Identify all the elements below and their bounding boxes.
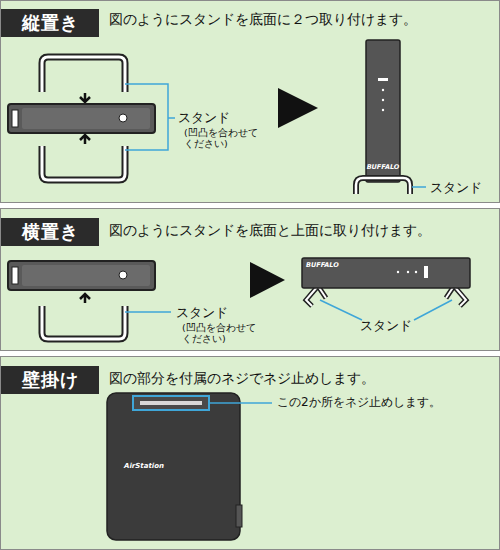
section-heading: 横置き: [1, 218, 99, 246]
router-led: [407, 271, 409, 273]
heading-text: 壁掛け: [22, 368, 79, 392]
router-side: [8, 104, 155, 133]
leader-line: [125, 84, 175, 150]
stand-inner: [42, 306, 125, 339]
router-led: [378, 78, 388, 81]
big-arrow: [250, 262, 285, 298]
leader-line: [210, 402, 272, 404]
heading-text: 縦置き: [22, 11, 79, 35]
router-body: [8, 261, 155, 290]
router-wall: [107, 393, 272, 540]
part-label: スタンド: [360, 318, 412, 334]
stand-outline: [42, 146, 125, 180]
logo-text: AirStation: [124, 462, 164, 470]
instruction-text: 図のようにスタンドを底面に２つ取り付けます。: [109, 11, 417, 29]
stand-leg: [306, 286, 326, 306]
router-slot: [12, 110, 18, 127]
logo-text: BUFFALO: [366, 164, 400, 172]
stand-outline: [42, 57, 125, 92]
leader-line: [320, 300, 452, 320]
logo-text: BUFFALO: [306, 262, 339, 270]
instruction-text: 図の部分を付属のネジでネジ止めします。: [109, 370, 375, 388]
screw-area: [133, 396, 209, 410]
router-led: [415, 271, 417, 273]
stand-inner: [356, 178, 410, 194]
router-slot: [12, 267, 18, 284]
router-side: [8, 261, 155, 290]
panel-ground: [0, 0, 500, 203]
part-label: スタンド: [178, 110, 230, 126]
router-body: [366, 40, 400, 182]
stand-outline: [42, 306, 125, 339]
part-label: この2か所をネジ止めします。: [277, 395, 441, 409]
router-led: [382, 89, 384, 91]
part-label: スタンド: [176, 305, 228, 321]
section-panel: 図の部分を付属のネジでネジ止めします。 壁掛け: [0, 356, 500, 550]
section-heading: 壁掛け: [1, 366, 99, 394]
router-button: [119, 271, 127, 279]
note-text: (凹凸を合わせて ください): [182, 322, 268, 345]
router-face: [22, 108, 150, 129]
panel-ground: [0, 208, 500, 351]
router-led: [397, 271, 399, 273]
instruction-text: 図のようにスタンドを底面と上面に取り付けます。: [109, 222, 431, 240]
stand-leg: [446, 286, 466, 306]
arrow-up: [80, 135, 90, 144]
router-body: [107, 393, 240, 540]
router-button: [119, 114, 127, 122]
stand-inner: [42, 57, 125, 92]
arrow-down: [80, 93, 90, 102]
section-panel: 図のようにスタンドを底面に２つ取り付けます。 縦置き: [0, 0, 500, 203]
router-led: [382, 109, 384, 111]
note-text: (凹凸を合わせて ください): [184, 127, 270, 150]
panel-ground: [0, 356, 500, 550]
router-body: [8, 104, 155, 133]
heading-text: 横置き: [22, 220, 79, 244]
router-led: [382, 99, 384, 101]
stand-top: [42, 57, 125, 92]
arrow-up: [80, 294, 90, 303]
stand-leg: [446, 286, 466, 306]
part-label: スタンド: [430, 180, 482, 196]
router-body: [302, 258, 470, 288]
big-arrow: [278, 88, 318, 128]
router-horizontal: [302, 258, 470, 320]
router-vertical: [356, 40, 426, 194]
router-led: [424, 266, 428, 278]
stand-leg: [306, 286, 326, 306]
leader-line: [125, 311, 171, 313]
leader-line: [412, 186, 426, 188]
stand-outline: [356, 178, 410, 194]
screw-slot: [140, 401, 202, 405]
stand-inner: [42, 146, 125, 180]
stand-bottom: [42, 146, 125, 180]
router-port: [236, 505, 242, 527]
stand-bottom: [42, 306, 125, 339]
section-heading: 縦置き: [1, 9, 99, 37]
router-face: [22, 265, 150, 286]
